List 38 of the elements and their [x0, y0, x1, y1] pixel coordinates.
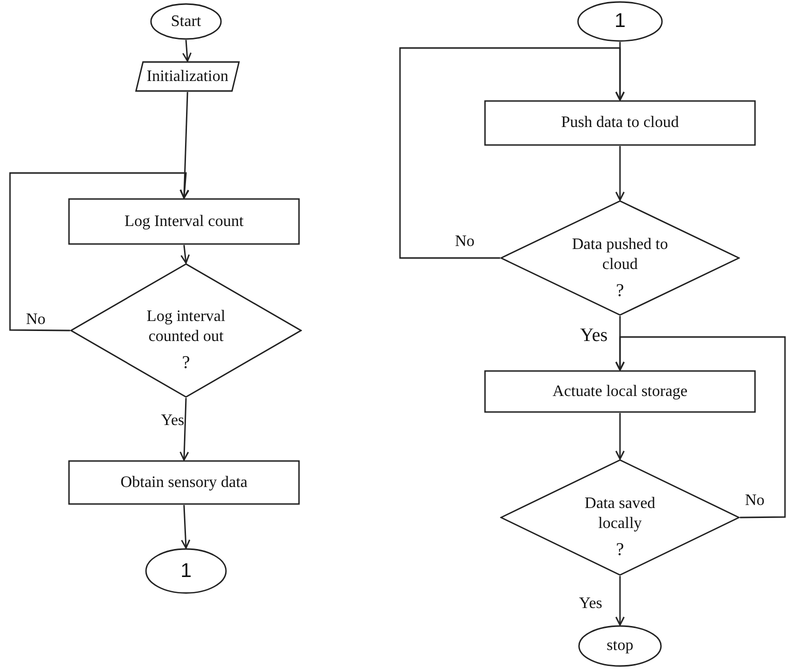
- node-label: stop: [606, 636, 634, 656]
- process-box: [484, 100, 756, 146]
- arrow: [180, 504, 190, 549]
- arrow: [615, 146, 625, 201]
- arrow: [615, 336, 786, 518]
- arrow: [180, 244, 190, 264]
- node-label: 1: [614, 9, 626, 34]
- node-label: Actuate local storage: [552, 382, 688, 402]
- process-box: [68, 198, 300, 245]
- terminal-oval: [150, 3, 222, 40]
- process-box: [68, 460, 300, 505]
- node-label: Initialization: [146, 66, 228, 86]
- input-parallelogram: [135, 61, 240, 92]
- node-label: Data saved locally: [584, 494, 656, 534]
- decision-diamond: [70, 263, 302, 398]
- arrow: [9, 172, 190, 332]
- node-label: 1: [180, 558, 192, 584]
- decision-diamond: [500, 459, 740, 576]
- arrow: [399, 47, 625, 259]
- terminal-oval: [577, 1, 663, 42]
- arrow: [180, 92, 189, 199]
- terminal-oval: [578, 625, 662, 667]
- arrow: [182, 40, 192, 62]
- node-label: Start: [170, 12, 202, 32]
- question-mark: ?: [616, 278, 624, 302]
- arrow: [615, 576, 625, 626]
- decision-diamond: [500, 200, 740, 316]
- node-label: Push data to cloud: [561, 113, 679, 133]
- node-label: Log Interval count: [124, 212, 244, 232]
- terminal-oval: [145, 548, 227, 594]
- process-box: [484, 370, 756, 413]
- question-mark: ?: [182, 351, 190, 374]
- arrow: [180, 398, 189, 461]
- node-label: Log interval counted out: [146, 307, 226, 348]
- node-label: Obtain sensory data: [120, 472, 248, 492]
- node-label: Data pushed to cloud: [571, 234, 669, 275]
- question-mark: ?: [616, 538, 624, 561]
- arrow: [615, 413, 625, 460]
